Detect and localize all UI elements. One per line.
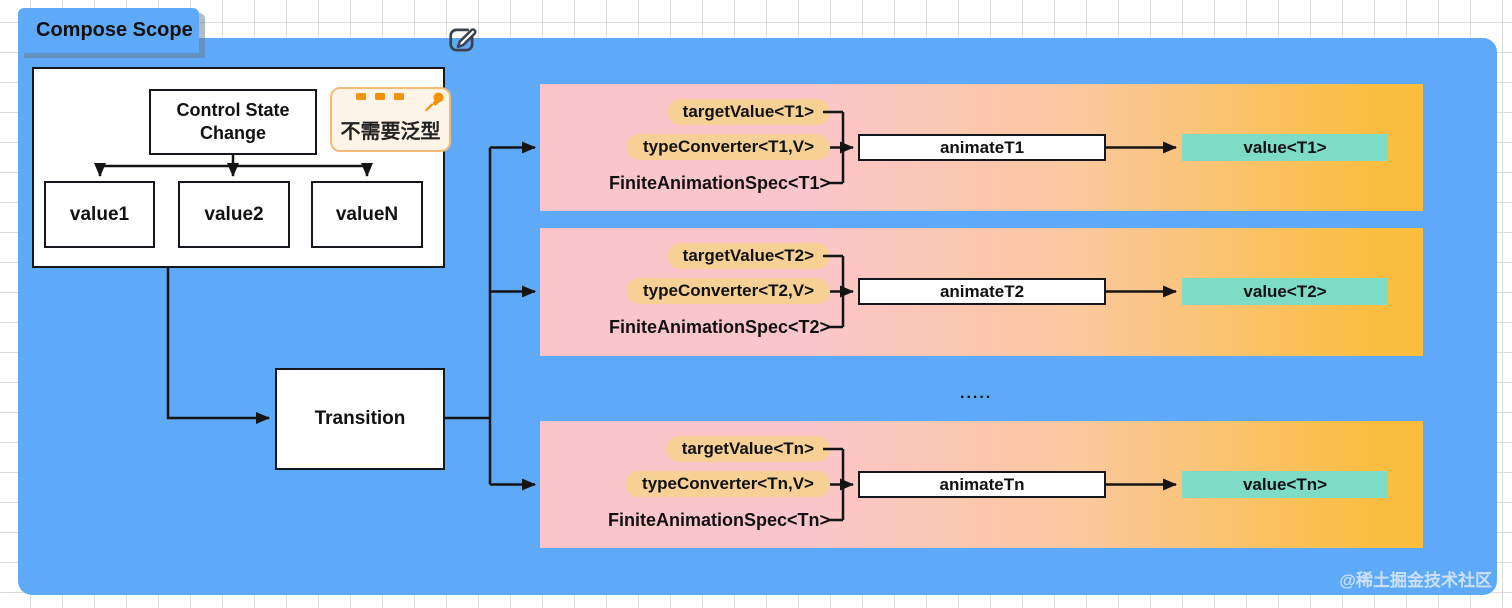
transition-label: Transition: [314, 408, 406, 429]
target-value-pill: targetValue<T1>: [666, 99, 830, 125]
note-annotation: 不需要泛型: [330, 87, 451, 152]
type-converter-pill: typeConverter<T2,V>: [626, 278, 830, 304]
animation-spec-label: FiniteAnimationSpec<Tn>: [607, 510, 830, 530]
value2-box: value2: [178, 181, 290, 248]
control-state-change-box: Control State Change: [149, 89, 317, 155]
control-state-change-label: Control State Change: [176, 100, 290, 143]
triple-dash-icon: [356, 93, 404, 100]
target-value-pill: targetValue<Tn>: [665, 436, 830, 462]
value1-label: value1: [69, 203, 130, 225]
value2-label: value2: [204, 203, 264, 225]
type-converter-pill: typeConverter<Tn,V>: [626, 471, 830, 497]
animation-panel-t2: targetValue<T2> typeConverter<T2,V> Fini…: [540, 228, 1423, 356]
animate-box: animateTn: [858, 471, 1106, 498]
edit-icon[interactable]: [444, 22, 480, 58]
compose-scope-label: Compose Scope: [36, 19, 193, 41]
value-output-box: value<T1>: [1182, 134, 1388, 161]
type-converter-pill: typeConverter<T1,V>: [626, 134, 830, 160]
animate-box: animateT1: [858, 134, 1106, 161]
animation-panel-t1: targetValue<T1> typeConverter<T1,V> Fini…: [540, 84, 1423, 211]
watermark: @稀土掘金技术社区: [1339, 571, 1492, 590]
transition-box: Transition: [275, 368, 445, 470]
animation-spec-label: FiniteAnimationSpec<T2>: [608, 317, 830, 337]
value-output-box: value<Tn>: [1182, 471, 1388, 498]
pushpin-icon: [425, 92, 444, 112]
target-value-pill: targetValue<T2>: [666, 243, 830, 269]
animate-box: animateT2: [858, 278, 1106, 305]
valueN-box: valueN: [311, 181, 423, 248]
animation-panel-tn: targetValue<Tn> typeConverter<Tn,V> Fini…: [540, 421, 1423, 548]
value1-box: value1: [44, 181, 155, 248]
value-output-box: value<T2>: [1182, 278, 1388, 305]
compose-scope-tab: Compose Scope: [18, 8, 199, 53]
valueN-label: valueN: [335, 203, 399, 225]
ellipsis-more: .....: [960, 385, 993, 402]
note-text: 不需要泛型: [340, 121, 441, 143]
animation-spec-label: FiniteAnimationSpec<T1>: [608, 173, 830, 193]
